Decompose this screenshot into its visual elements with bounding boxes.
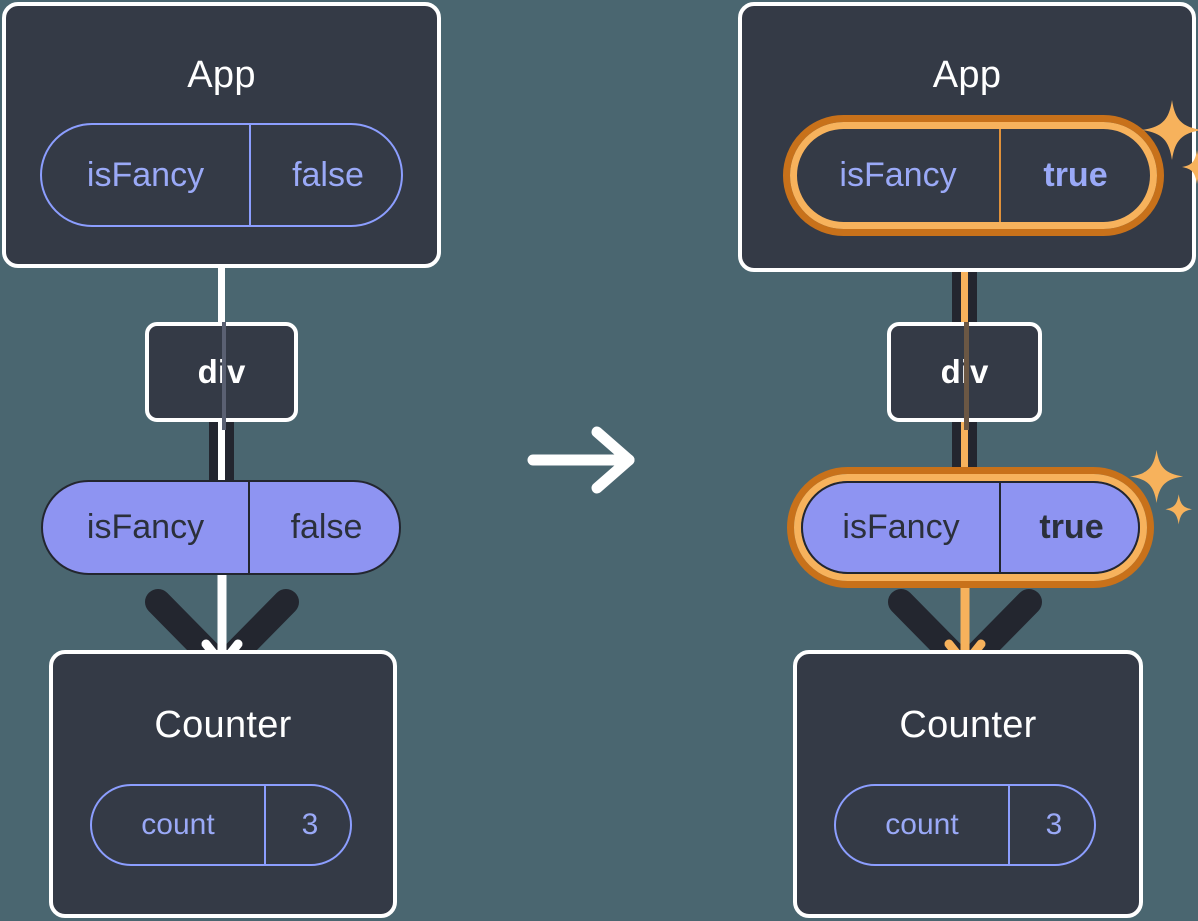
- connector-core-left: [218, 418, 225, 486]
- counter-state-pill-left: count 3: [90, 784, 352, 866]
- app-state-pill-name-left: isFancy: [86, 155, 205, 194]
- app-state-pill-name-right: isFancy: [839, 156, 957, 194]
- counter-state-pill-name-left: count: [141, 808, 215, 841]
- prop-pill-name-left: isFancy: [86, 508, 205, 546]
- app-state-pill-value-right: true: [999, 129, 1150, 222]
- counter-component-box-left: Counter: [49, 650, 397, 918]
- div-node-left: div: [145, 322, 298, 430]
- div-node-inner-line-left: [222, 322, 226, 430]
- counter-box-title-left: Counter: [154, 704, 292, 746]
- connector-core-div-pill-right: [961, 418, 968, 486]
- connector-app-to-div-left: [218, 265, 225, 325]
- prop-pill-value-right: true: [999, 483, 1142, 572]
- before-state-panel: App isFancy false div isFancy false: [0, 0, 470, 921]
- sparkle-icon-app-right: [1142, 100, 1198, 184]
- after-state-panel: App isFancy true div: [730, 0, 1198, 921]
- div-node-inner-line-right: [964, 322, 969, 430]
- div-node-label-left: div: [198, 353, 246, 391]
- counter-state-pill-name-right: count: [885, 808, 959, 841]
- app-box-title-left: App: [187, 54, 256, 96]
- prop-pill-left: isFancy false: [41, 480, 401, 575]
- counter-state-pill-value-left: 3: [264, 786, 354, 864]
- counter-state-pill-right: count 3: [834, 784, 1096, 866]
- app-state-pill-value-left: false: [249, 125, 405, 225]
- connector-div-to-pill-left: [209, 418, 234, 486]
- prop-pill-name-right: isFancy: [842, 508, 960, 546]
- prop-pill-value-left: false: [248, 482, 403, 573]
- prop-pill-right: isFancy true: [801, 481, 1140, 574]
- sparkle-icon-prop-right: [1130, 449, 1192, 525]
- app-state-pill-left: isFancy false: [40, 123, 403, 227]
- app-state-pill-right: isFancy true: [797, 129, 1150, 222]
- transition-arrow-icon: [527, 426, 635, 494]
- counter-box-title-right: Counter: [899, 704, 1037, 746]
- div-node-right: div: [887, 322, 1042, 430]
- counter-state-pill-value-right: 3: [1008, 786, 1098, 864]
- app-box-title-right: App: [932, 54, 1002, 96]
